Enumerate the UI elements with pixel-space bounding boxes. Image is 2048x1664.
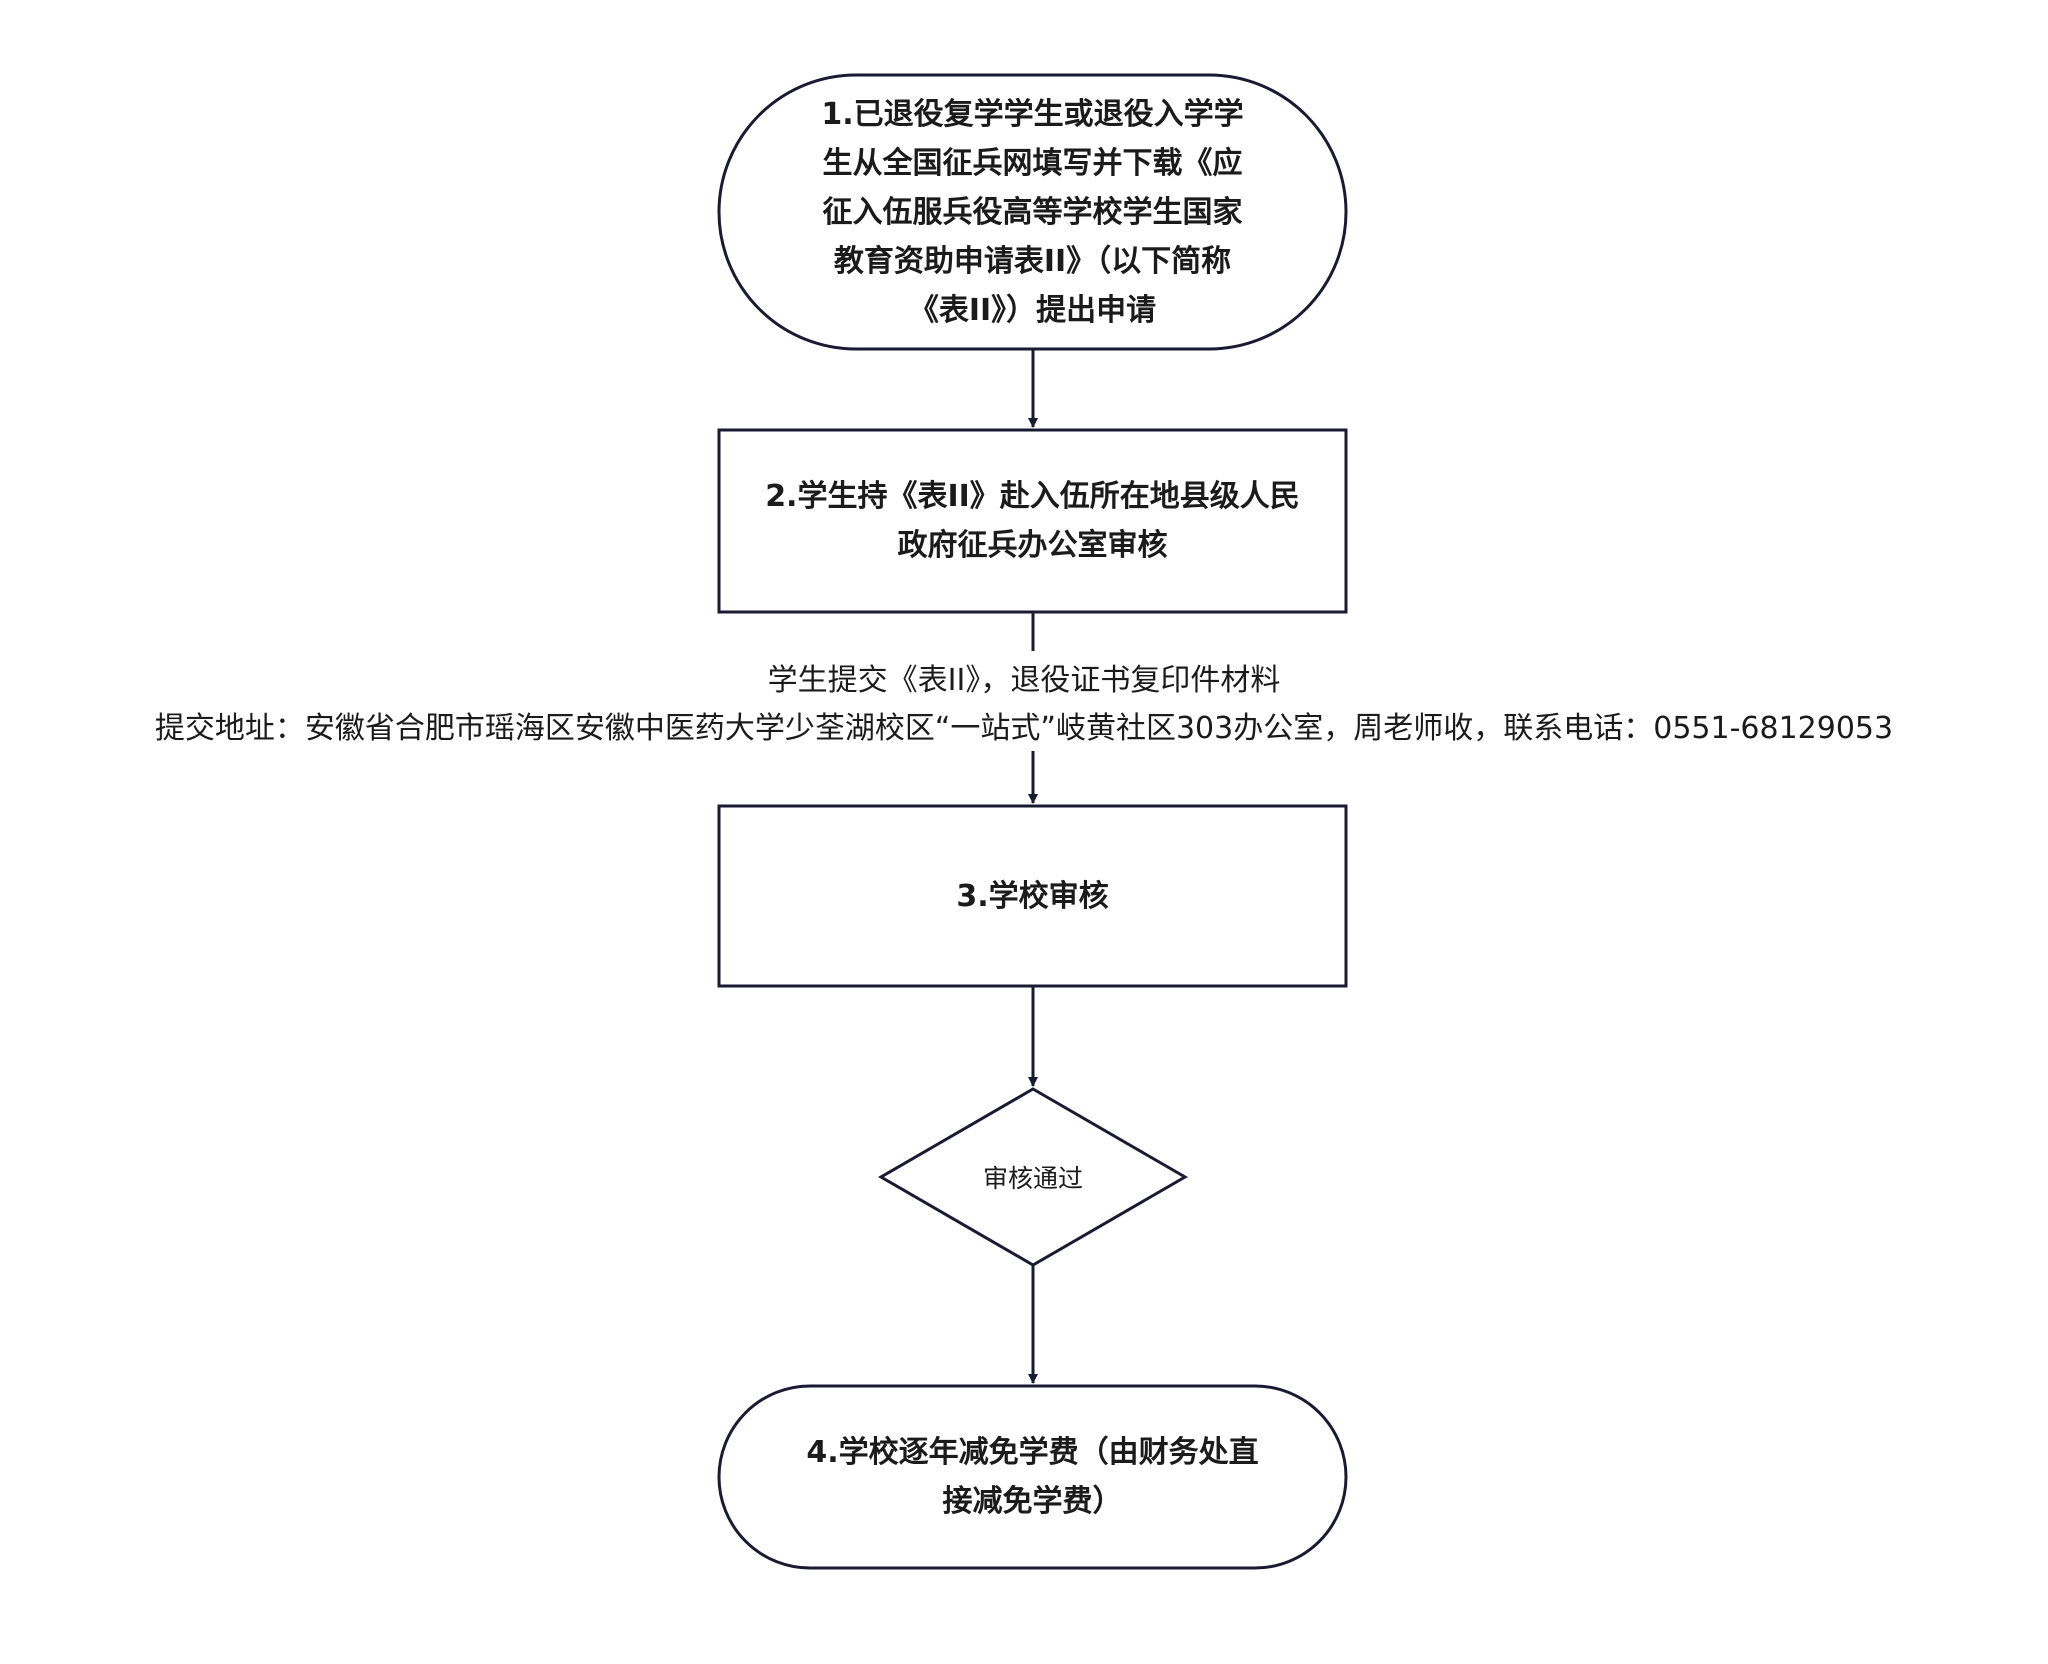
step-1-label: 1.已退役复学学生或退役入学学 生从全国征兵网填写并下载《应 征入伍服兵役高等学… bbox=[821, 96, 1244, 328]
edge-label-line-1: 学生提交《表II》，退役证书复印件材料 bbox=[767, 663, 1281, 698]
step-1-label-box: 1.已退役复学学生或退役入学学 生从全国征兵网填写并下载《应 征入伍服兵役高等学… bbox=[759, 75, 1306, 349]
decision-label: 审核通过 bbox=[982, 1164, 1083, 1193]
step-2-label-box: 2.学生持《表II》赴入伍所在地县级人民 政府征兵办公室审核 bbox=[719, 430, 1346, 612]
step-2-label: 2.学生持《表II》赴入伍所在地县级人民 政府征兵办公室审核 bbox=[765, 479, 1300, 563]
decision-label-box: 审核通过 bbox=[881, 1089, 1185, 1265]
step-3-label-box: 3.学校审核 bbox=[719, 806, 1346, 986]
step-4-terminal-shape bbox=[717, 1384, 1348, 1570]
step-3-label: 3.学校审核 bbox=[956, 878, 1109, 914]
step-2-process-shape bbox=[717, 428, 1348, 614]
step-4-label-box: 4.学校逐年减免学费（由财务处直 接减免学费） bbox=[759, 1386, 1306, 1568]
step-1-terminal-shape bbox=[717, 73, 1348, 351]
step-3-process-shape bbox=[717, 804, 1348, 988]
step-4-label: 4.学校逐年减免学费（由财务处直 接减免学费） bbox=[806, 1435, 1259, 1519]
decision-diamond-shape bbox=[878, 1087, 1188, 1267]
edge-label-line-2: 提交地址：安徽省合肥市瑶海区安徽中医药大学少荃湖校区“一站式”岐黄社区303办公… bbox=[154, 711, 1894, 746]
